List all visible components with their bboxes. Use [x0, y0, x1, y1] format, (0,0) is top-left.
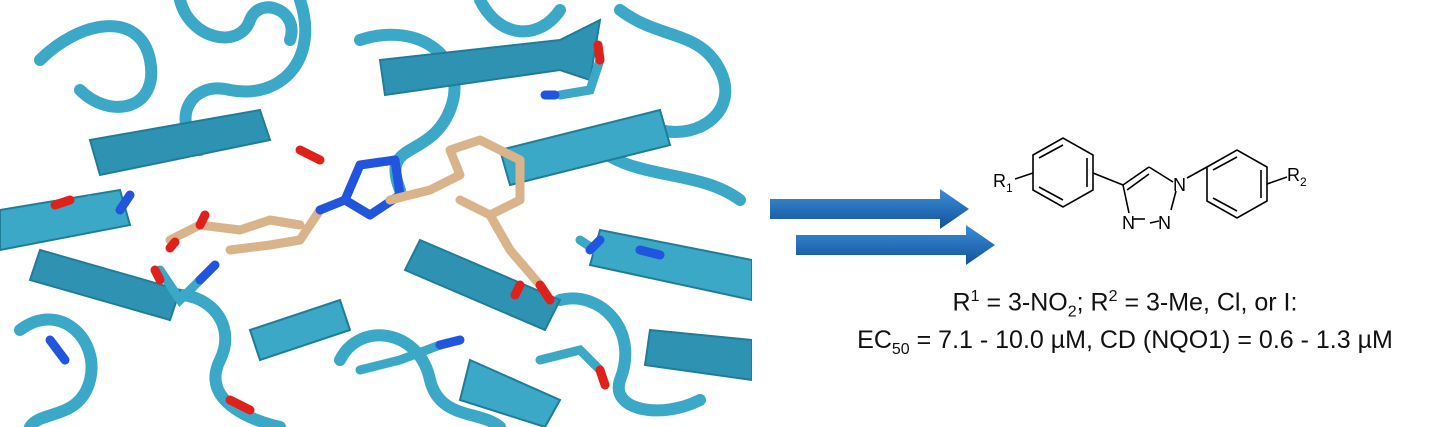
activity-caption: EC50 = 7.1 - 10.0 µM, CD (NQO1) = 0.6 - … — [857, 326, 1393, 358]
n3-label: N — [1122, 213, 1135, 233]
ribbon-coil — [14, 313, 98, 427]
r2-label: R2 — [1287, 165, 1307, 189]
structure-bonds — [1014, 137, 1288, 224]
protein-ligand-render — [0, 0, 752, 427]
r1-label: R1 — [993, 171, 1013, 195]
ligand-sticks — [165, 135, 555, 305]
substituent-caption: R1 = 3-NO2; R2 = 3-Me, Cl, or I: — [952, 288, 1298, 321]
ribbon-coil — [614, 4, 732, 138]
ribbon-coil — [334, 329, 506, 427]
reaction-arrows — [764, 185, 1004, 275]
side-chains — [45, 40, 665, 415]
ribbon-coil — [474, 0, 566, 38]
ribbon-coil — [179, 0, 312, 156]
arrow-lower — [796, 225, 995, 265]
protein-ribbon-image — [0, 0, 752, 427]
ribbon-coil — [144, 288, 286, 427]
arrow-upper — [770, 189, 969, 229]
n2-label: N — [1158, 213, 1171, 233]
triazole-structure: R1 N N N R2 — [975, 95, 1355, 275]
ribbon-coil — [174, 0, 298, 46]
ribbon-coil — [34, 20, 158, 113]
n1-label: N — [1173, 175, 1186, 195]
ribbon-coil — [554, 292, 706, 417]
